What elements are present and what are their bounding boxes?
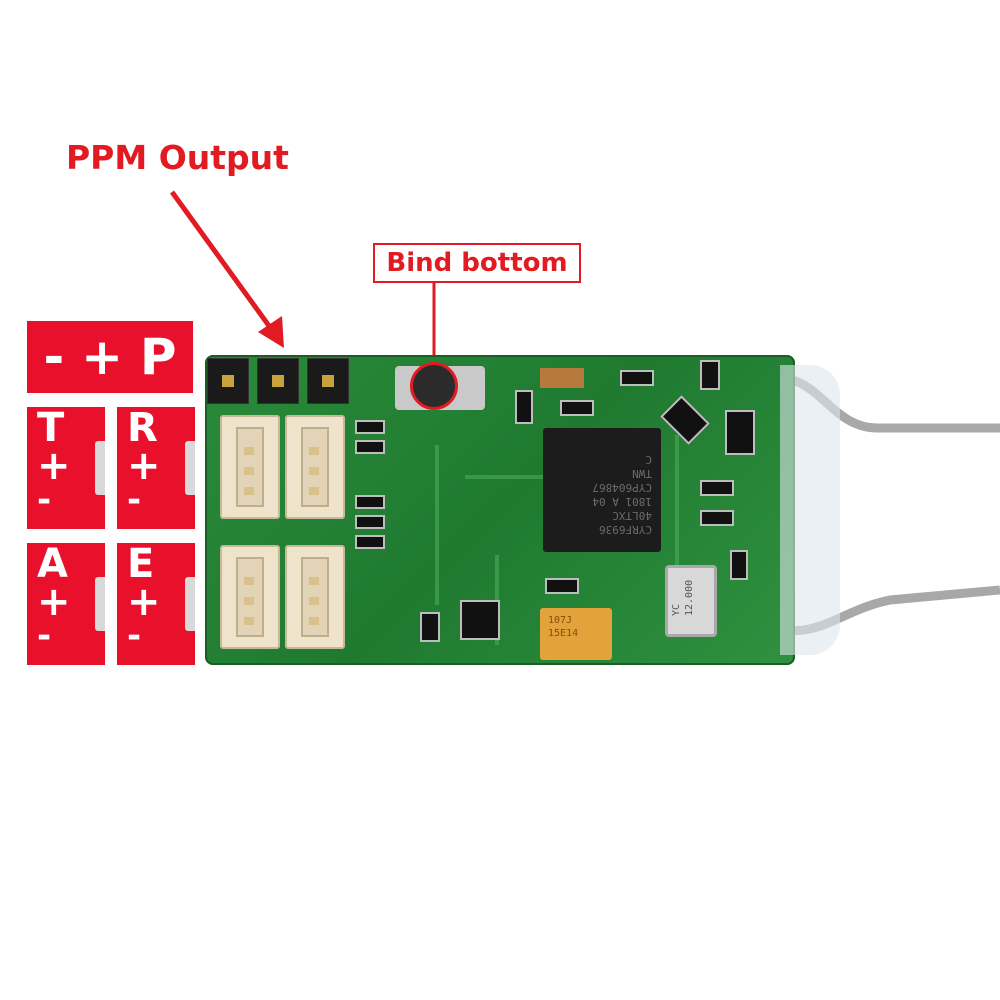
ppm-header-pin: [257, 358, 299, 404]
smd-component: [355, 495, 385, 509]
ppm-output-label: PPM Output: [66, 138, 289, 177]
bind-button-label: Bind bottom: [373, 243, 581, 283]
channel-minus: -: [37, 480, 52, 520]
channel-plus: +: [37, 579, 71, 625]
connector-tab-marker: [185, 577, 195, 631]
chip-marking-line: TWN: [632, 467, 652, 480]
chip-marking-line: CYP604867: [592, 481, 652, 494]
capacitor-marking-line: 107J: [548, 615, 573, 626]
legend-plus: +: [81, 328, 123, 386]
channel-minus: -: [127, 616, 142, 656]
legend-signal: P: [139, 328, 177, 386]
chip-marking-line: CYRF6936: [599, 523, 652, 536]
ppm-header-pin: [307, 358, 349, 404]
channel-letter: E: [127, 541, 155, 587]
capacitor-marking: 107J 15E14: [548, 614, 578, 640]
bind-button[interactable]: [410, 362, 458, 410]
ppm-header-pin: [207, 358, 249, 404]
smd-component: [560, 400, 594, 416]
channel-minus: -: [37, 616, 52, 656]
servo-connector-throttle: [220, 415, 280, 519]
ppm-arrow-head: [258, 316, 284, 348]
channel-letter: R: [127, 405, 158, 451]
channel-plus: +: [127, 443, 161, 489]
connector-tab-marker: [95, 577, 105, 631]
channel-letter: T: [37, 405, 65, 451]
channel-legend-throttle: T + -: [27, 407, 105, 529]
crystal-marking-line: 12.000: [684, 579, 695, 616]
capacitor-marking-line: 15E14: [548, 628, 579, 639]
servo-connector-elevator: [285, 545, 345, 649]
servo-connector-aileron: [220, 545, 280, 649]
heat-shrink-cover: [780, 365, 840, 655]
smd-component: [725, 410, 755, 455]
chip-marking-line: C: [645, 453, 652, 466]
pcb-trace: [675, 435, 679, 615]
smd-component: [545, 578, 579, 594]
smd-component: [700, 360, 720, 390]
chip-marking-line: 40LTXC: [612, 509, 652, 522]
tantalum-capacitor: [540, 608, 612, 660]
channel-legend-aileron: A + -: [27, 543, 105, 665]
smd-capacitor: [540, 368, 584, 388]
servo-connector-rudder: [285, 415, 345, 519]
crystal-marking: YC 12.000: [670, 580, 696, 616]
legend-minus: -: [43, 328, 65, 386]
smd-component: [730, 550, 748, 580]
channel-plus: +: [37, 443, 71, 489]
channel-minus: -: [127, 480, 142, 520]
connector-tab-marker: [95, 441, 105, 495]
channel-legend-elevator: E + -: [117, 543, 195, 665]
smd-component: [620, 370, 654, 386]
smd-component: [355, 515, 385, 529]
smd-component: [515, 390, 533, 424]
rf-transceiver-chip: [543, 428, 661, 552]
smd-component: [355, 535, 385, 549]
pcb-trace: [435, 445, 439, 605]
voltage-regulator: [460, 600, 500, 640]
pcb-trace: [465, 475, 555, 479]
channel-legend-rudder: R + -: [117, 407, 195, 529]
smd-component: [700, 510, 734, 526]
channel-plus: +: [127, 579, 161, 625]
ppm-arrow-shaft: [169, 190, 275, 332]
crystal-marking-line: YC: [671, 603, 682, 616]
crystal-oscillator: [665, 565, 717, 637]
smd-component: [355, 440, 385, 454]
chip-marking: CYRF6936 40LTXC 1801 A 04 CYP604867 TWN …: [556, 452, 652, 536]
bind-label-text: Bind bottom: [386, 248, 568, 278]
chip-marking-line: 1801 A 04: [592, 495, 652, 508]
pin-header-legend: - + P: [27, 321, 193, 393]
smd-component: [420, 612, 440, 642]
smd-component: [700, 480, 734, 496]
connector-tab-marker: [185, 441, 195, 495]
channel-letter: A: [37, 541, 68, 587]
smd-component: [355, 420, 385, 434]
